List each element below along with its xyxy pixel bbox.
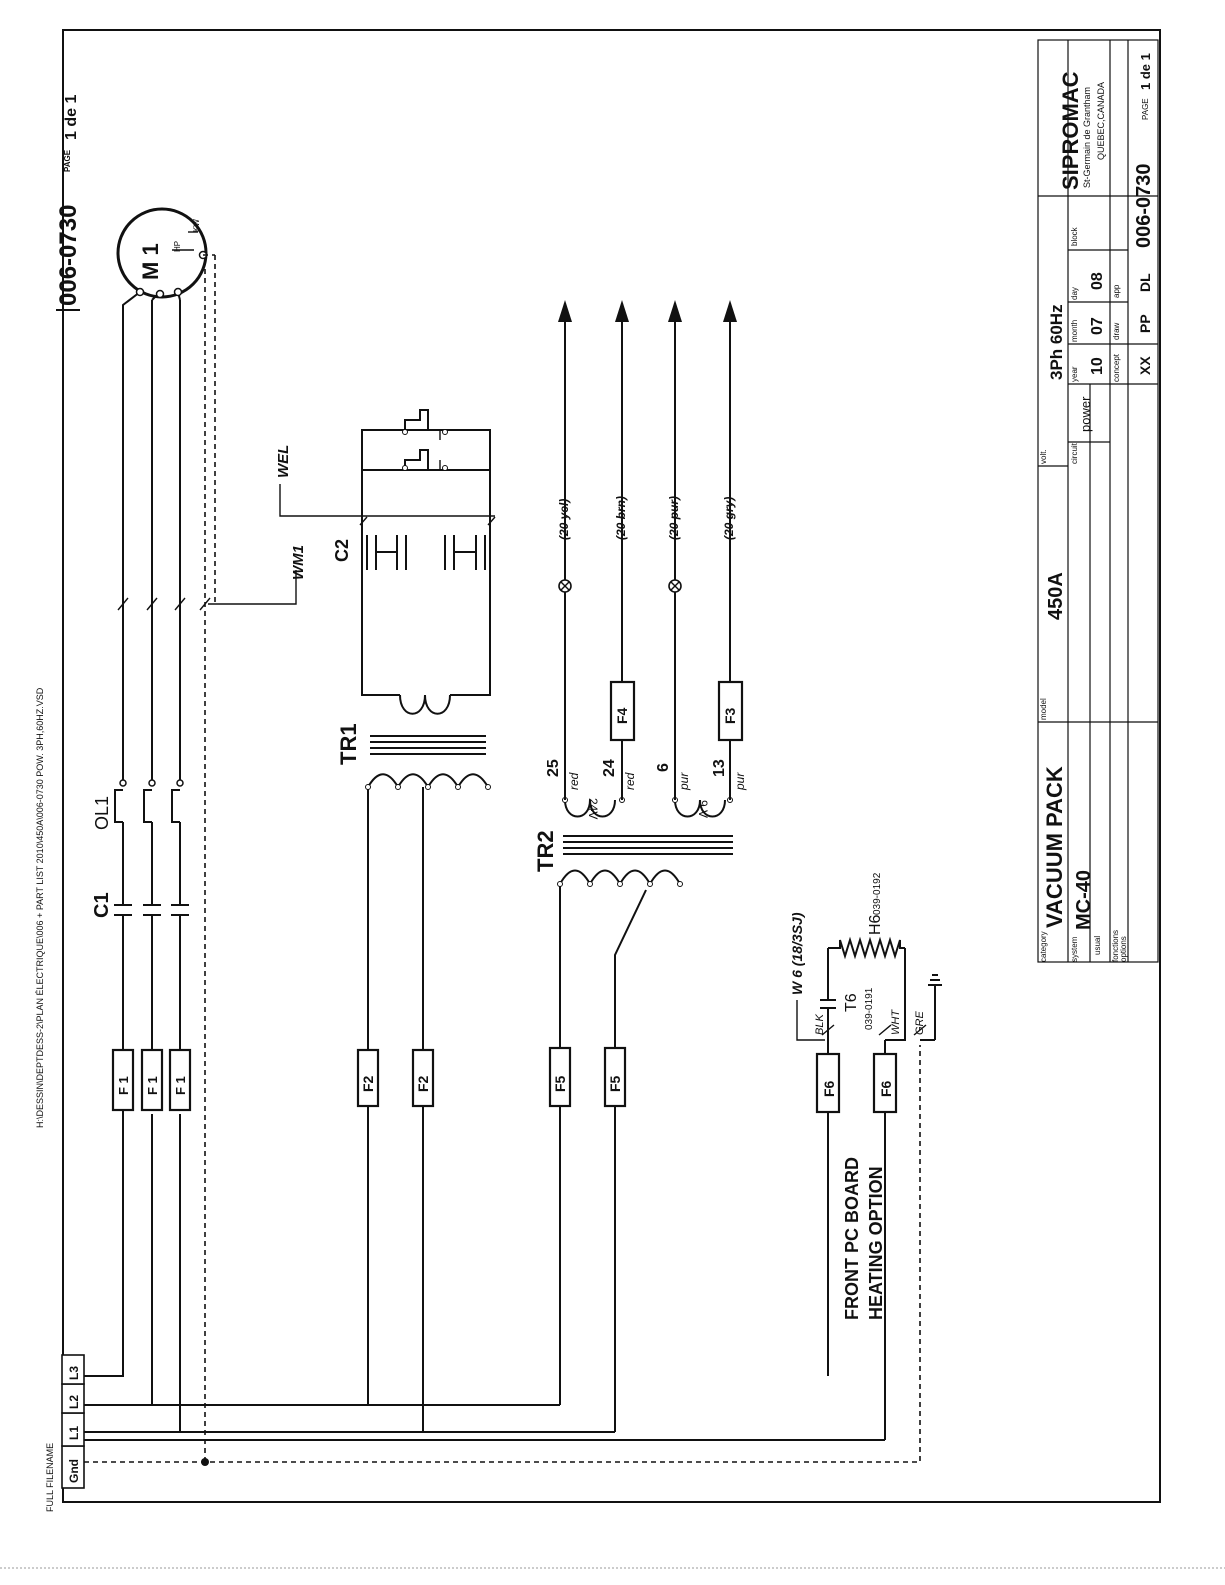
wire-blk-label: BLK <box>814 1014 826 1035</box>
output-13-color: pur <box>733 772 747 791</box>
motor-branch: F 1 F 1 F 1 <box>111 207 297 1432</box>
output-24-terminal: 24 <box>601 759 618 777</box>
fuse-f6-a: F6 <box>821 1080 837 1097</box>
wire-wel-label: WEL <box>275 445 292 478</box>
title-block <box>1037 39 1159 963</box>
fuse-f1-b: F 1 <box>145 1076 160 1095</box>
tb-volt-label: volt. <box>1039 449 1048 464</box>
tb-system-label: system <box>1070 936 1079 962</box>
header-page-value: 1 de 1 <box>63 95 80 140</box>
tb-draw-label: draw <box>1112 322 1121 340</box>
tb-company: SIPROMAC <box>1058 71 1083 190</box>
capacitor-label: C2 <box>332 539 352 562</box>
tr2-branch <box>548 300 744 1432</box>
output-6-wire: (20 pur) <box>667 496 681 540</box>
tb-concept: XX <box>1137 356 1153 375</box>
tb-page-label: PAGE <box>1141 98 1150 120</box>
terminal-l1: L1 <box>67 1426 81 1440</box>
tb-volt: 3Ph 60Hz <box>1047 304 1066 380</box>
fuse-f4: F4 <box>614 707 630 724</box>
tb-options-label: options <box>1119 936 1128 962</box>
tb-system: MC-40 <box>1073 870 1095 930</box>
output-24-color: red <box>623 772 637 790</box>
contactor-label: C1 <box>91 892 113 918</box>
fuse-f6-b: F6 <box>878 1080 894 1097</box>
tb-draw: PP <box>1137 314 1153 333</box>
transformer1-label: TR1 <box>336 723 361 765</box>
tb-address-line1: St-Germain de Grantham <box>1082 87 1092 188</box>
tb-app: DL <box>1137 273 1153 292</box>
motor-label: M 1 <box>138 243 163 280</box>
tb-usual-label: usual <box>1093 936 1102 955</box>
file-path: H:\DESSIN\DEPTDESS-2\PLAN ÉLECTRIQUE\006… <box>35 687 45 1128</box>
fuse-f2-b: F2 <box>415 1075 431 1092</box>
tb-page-value: 1 de 1 <box>1138 53 1153 90</box>
output-13-wire: (20 gry) <box>722 497 736 540</box>
output-6-color: pur <box>677 772 691 791</box>
tb-fonctions-label: fonctions <box>1111 930 1120 962</box>
transformer2-label: TR2 <box>533 830 558 872</box>
full-filename-label: FULL FILENAME <box>45 1443 55 1512</box>
tb-day: 08 <box>1089 272 1106 290</box>
terminal-l2: L2 <box>67 1395 81 1409</box>
tb-model: 450A <box>1045 572 1067 620</box>
wire-gre-label: GRE <box>914 1011 926 1036</box>
tb-address-line2: QUEBEC,CANADA <box>1096 82 1106 160</box>
motor-kw-label: KW <box>192 219 201 232</box>
wire-wm1-label: WM1 <box>290 545 307 580</box>
heater-part: 039-0192 <box>872 872 883 915</box>
tr1-branch <box>279 409 496 1432</box>
tb-category: VACUUM PACK <box>1042 766 1067 928</box>
output-25-wire: (20 yel) <box>557 499 571 540</box>
front-pc-board-label: FRONT PC BOARD <box>842 1157 862 1320</box>
tb-app-label: app <box>1112 284 1121 298</box>
fuse-f1-a: F 1 <box>116 1076 131 1095</box>
fuse-f5-a: F5 <box>552 1075 568 1092</box>
drawing-frame <box>62 29 1161 1503</box>
tb-day-label: day <box>1070 287 1079 300</box>
tb-concept-label: concept <box>1112 353 1121 382</box>
voltage-24v: 24V <box>586 798 600 819</box>
tb-circuit-label: circuit <box>1070 442 1079 464</box>
fuse-f5-b: F5 <box>607 1075 623 1092</box>
terminal-strip: Gnd L1 L2 L3 <box>61 1354 85 1489</box>
tb-model-label: model <box>1039 698 1048 720</box>
thermostat-label: T6 <box>843 993 860 1012</box>
overload-label: OL1 <box>92 796 112 830</box>
fuse-f2-a: F2 <box>360 1075 376 1092</box>
heating-option-label: HEATING OPTION <box>866 1166 886 1320</box>
tb-circuit: power <box>1078 396 1093 432</box>
wire-wht-label: WHT <box>890 1009 902 1035</box>
output-13-terminal: 13 <box>711 759 728 777</box>
tb-year: 10 <box>1089 357 1106 375</box>
terminal-gnd: Gnd <box>67 1459 81 1483</box>
heating-branch <box>796 936 942 1440</box>
header-page-label: PAGE <box>63 149 72 172</box>
tb-month-label: month <box>1070 320 1079 342</box>
heater-label: H6 <box>867 914 884 935</box>
voltage-9v: 9 V <box>696 800 710 818</box>
tb-block-label: block <box>1070 226 1079 246</box>
tb-category-label: category <box>1039 931 1048 962</box>
output-6-terminal: 6 <box>655 763 672 772</box>
output-25-terminal: 25 <box>545 759 562 777</box>
thermostat-part: 039-0191 <box>864 987 875 1030</box>
bus-lines <box>84 252 921 1466</box>
header-drawing-number: 006-0730 <box>55 205 82 306</box>
tb-drawing-number: 006-0730 <box>1133 163 1155 248</box>
tb-month: 07 <box>1089 317 1106 335</box>
motor-hp-label: HP <box>173 241 182 252</box>
tb-year-label: year <box>1070 366 1079 382</box>
fuse-f1-c: F 1 <box>173 1076 188 1095</box>
terminal-l3: L3 <box>67 1366 81 1380</box>
wire-w6-label: W 6 (18/3SJ) <box>789 912 805 995</box>
output-24-wire: (20 brn) <box>614 496 628 540</box>
fuse-f3: F3 <box>722 707 738 724</box>
output-25-color: red <box>567 772 581 790</box>
